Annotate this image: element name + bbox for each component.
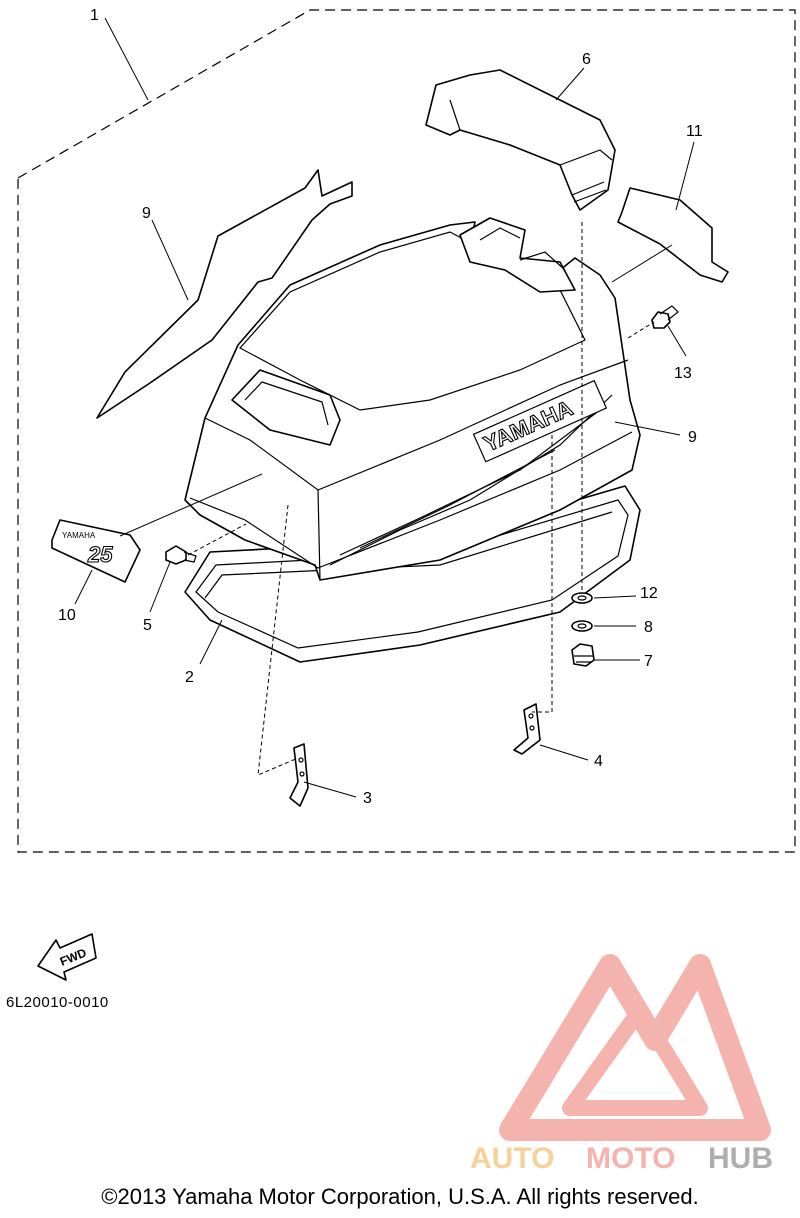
callout-5: 5 <box>143 617 152 634</box>
part-8-washer-hole <box>577 623 587 629</box>
callout-2: 2 <box>185 669 194 686</box>
copyright-notice: ©2013 Yamaha Motor Corporation, U.S.A. A… <box>101 1184 699 1209</box>
watermark-word-1: AUTO <box>470 1142 554 1175</box>
part-10-decal: YAMAHA 25 <box>51 519 141 583</box>
part-12-washer-hole <box>577 595 587 601</box>
diagram-code: 6L20010-0010 <box>6 994 109 1011</box>
leader-13 <box>667 325 687 357</box>
callout-8: 8 <box>644 619 653 636</box>
callout-10: 10 <box>58 607 76 624</box>
part-11-right-decal <box>617 187 729 283</box>
part-4-bracket <box>513 703 541 755</box>
leader-6 <box>555 67 585 101</box>
callout-9a: 9 <box>142 205 151 222</box>
leader-3 <box>303 781 357 798</box>
callout-11: 11 <box>686 123 703 140</box>
part-12-washer <box>571 592 593 604</box>
leader-cowl <box>119 473 263 537</box>
leader-11 <box>675 141 695 211</box>
callout-6: 6 <box>582 51 591 68</box>
leader-decal-11-cowl <box>611 244 673 283</box>
alignment-line-bracket-4 <box>532 435 553 713</box>
callout-4: 4 <box>594 753 603 770</box>
watermark-logo: AUTO MOTO HUB <box>470 954 773 1175</box>
watermark-word-3: HUB <box>708 1142 773 1175</box>
callout-9b: 9 <box>688 429 697 446</box>
top-cowling: YAMAHA <box>184 217 641 581</box>
part-3-bracket <box>289 743 309 807</box>
callout-12: 12 <box>640 585 658 602</box>
callout-1: 1 <box>90 7 99 24</box>
leader-2 <box>199 619 223 665</box>
assembly-boundary <box>17 9 796 853</box>
leader-12 <box>593 595 637 599</box>
callout-13: 13 <box>674 365 692 382</box>
part-6-cap <box>425 69 616 211</box>
watermark-inner-triangle <box>562 1002 708 1116</box>
part-7-bolt <box>571 643 595 667</box>
part-9-left-decal <box>96 169 353 419</box>
leader-4 <box>539 744 589 761</box>
leader-9a <box>151 219 189 301</box>
decal-model-text: 25 <box>87 542 113 567</box>
leader-5 <box>149 561 171 613</box>
part-5-screw <box>165 545 197 565</box>
alignment-line-screw-13 <box>627 321 655 339</box>
alignment-line-screw-5 <box>187 523 247 556</box>
cowl-brand-plate <box>472 379 608 463</box>
callout-3: 3 <box>363 790 372 807</box>
watermark-triangle <box>499 954 771 1141</box>
decal-brand-text: YAMAHA <box>62 531 96 540</box>
watermark-word-2: MOTO <box>586 1142 675 1175</box>
leader-10 <box>74 569 93 605</box>
part-13-screw <box>651 305 679 329</box>
fwd-arrow: FWD <box>37 933 97 981</box>
leader-9b <box>614 421 681 436</box>
part-8-washer <box>571 620 593 632</box>
leader-1 <box>104 17 149 101</box>
part-2-seal <box>184 485 641 663</box>
callout-7: 7 <box>644 653 653 670</box>
